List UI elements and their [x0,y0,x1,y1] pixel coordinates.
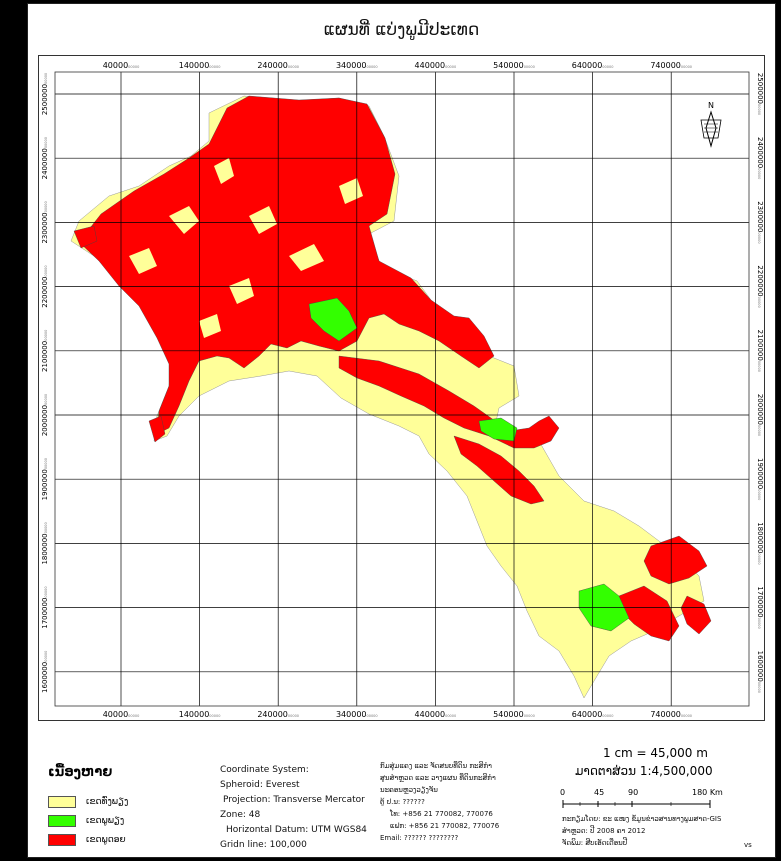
grid-label-x: 14000000000 [179,710,221,719]
grid-label-y: 190000000000 [41,458,49,500]
coord-gridline: Gridn line: 100,000 [220,840,307,850]
credit-line-3: ຈັດພິມ: ສີບເອັດເດືອນປີ [562,839,628,847]
legend-label-hills: ເຂດພູພຽງ [86,816,125,826]
contact-line-2: ສູນສຳຫຼວດ ແລະ ວາງແຜນ ທີ່ດິນກະສິກຳ [380,774,496,782]
map-sheet: ແຜນທີ່ ແບ່ງພູມີປະເທດ [27,3,776,858]
coord-zone: Zone: 48 [220,810,261,820]
scalebar-label-0: 0 [560,788,566,797]
grid-label-x: 54000000000 [493,710,535,719]
contact-line-5: ໂທ: +856 21 770082, 770076 [390,810,493,818]
grid-label-y: 210000000000 [41,330,49,372]
credit-vs: vs [744,841,752,849]
credit-line-2: ສຳຫຼວດ: ປີ 2008 ຄາ 2012 [562,827,646,835]
grid-label-x: 44000000000 [415,710,457,719]
scale-text: ມາດຕາສ່ວນ 1:4,500,000 [575,764,713,778]
coord-datum: Horizontal Datum: UTM WGS84 [226,825,367,835]
scale-ratio: 1 cm = 45,000 m [603,746,708,760]
grid-label-x: 64000000000 [572,61,614,70]
grid-label-y: 220000000000 [756,265,764,307]
grid-label-y: 180000000000 [756,522,764,564]
grid-label-y: 250000000000 [756,73,764,115]
grid-label-x: 74000000000 [650,710,692,719]
coord-system: Coordinate System: [220,765,309,775]
map-frame: 4000000000 4000000000 14000000000 140000000… [38,55,765,721]
grid-labels: 4000000000 4000000000 14000000000 140000000… [41,61,764,719]
legend-label-plain: ເຂດທົ່ງພຽງ [86,797,129,807]
grid-label-x: 24000000000 [257,61,299,70]
mountain-nw [73,225,98,249]
grid-label-x: 44000000000 [415,61,457,70]
contact-line-7: Email: ?????? ???????? [380,834,459,842]
contact-line-4: ຕູ້ ປ.ນ: ?????? [380,798,425,806]
grid-label-y: 200000000000 [41,394,49,436]
map-inner-frame [54,71,750,707]
grid-label-y: 230000000000 [756,201,764,243]
north-arrow-icon: N [700,101,722,148]
scalebar-label-2: 90 [628,788,639,797]
credit-line-1: ກະກຽມໂດຍ: ຂະ ແໜງ ຂໍ້ມູນຂ່າວສານທາງພູມສາດ-… [562,815,722,823]
grid-label-y: 160000000000 [41,651,49,693]
grid-label-y: 210000000000 [756,330,764,372]
grid-label-y: 250000000000 [41,73,49,115]
grid-label-y: 230000000000 [41,201,49,243]
grid-label-y: 160000000000 [756,651,764,693]
contact-line-3: ນະຄອນຫຼວງວຽງຈັນ [380,786,438,794]
legend-label-mountains: ເຂດພູດອຍ [86,835,126,845]
grid-label-y: 240000000000 [756,137,764,179]
legend-swatch-hills [48,815,76,827]
mountain-region [73,95,712,642]
grid-label-x: 4000000000 [103,61,140,70]
grid-label-y: 220000000000 [41,265,49,307]
grid-label-y: 200000000000 [756,394,764,436]
scalebar-label-3: 180 Km [692,788,723,797]
grid-label-x: 14000000000 [179,61,221,70]
map-title: ແຜນທີ່ ແບ່ງພູມີປະເທດ [323,20,480,40]
grid-label-x: 54000000000 [493,61,535,70]
legend-swatch-mountains [48,834,76,846]
mountain-central [338,355,560,449]
coord-spheroid: Spheroid: Everest [220,780,300,790]
map-canvas: 4000000000 4000000000 14000000000 140000000… [41,61,764,719]
grid-label-x: 34000000000 [336,710,378,719]
hill-plateau-1 [308,297,358,342]
legend-title: ເນື້ອງຫາຍ [48,765,113,780]
plain-pockets [129,158,363,338]
grid-label-y: 180000000000 [41,522,49,564]
legend-swatch-plain [48,796,76,808]
mountain-south3 [680,595,712,635]
north-label: N [708,101,714,110]
mountain-north [78,95,495,435]
scale-bar [562,800,711,808]
grid-label-x: 4000000000 [103,710,140,719]
grid-label-x: 24000000000 [257,710,299,719]
mountain-west [148,415,166,443]
grid-label-y: 170000000000 [756,586,764,628]
grid-label-x: 74000000000 [650,61,692,70]
grid-lines [54,71,750,707]
hill-region [308,297,630,632]
grid-label-x: 34000000000 [336,61,378,70]
scalebar-label-1: 45 [594,788,605,797]
grid-label-x: 64000000000 [572,710,614,719]
grid-label-y: 170000000000 [41,586,49,628]
grid-label-y: 240000000000 [41,137,49,179]
mountain-south [643,535,708,585]
coord-projection: Projection: Transverse Mercator [223,795,365,805]
grid-label-y: 190000000000 [756,458,764,500]
contact-line-1: ກົມສຸ່ມແຄງ ແລະ ຈັດສນບທີ່ດິນ ກະສິກຳ [380,762,492,770]
contact-line-6: ແຟກ: +856 21 770082, 770076 [390,822,500,830]
mountain-band [453,435,545,505]
